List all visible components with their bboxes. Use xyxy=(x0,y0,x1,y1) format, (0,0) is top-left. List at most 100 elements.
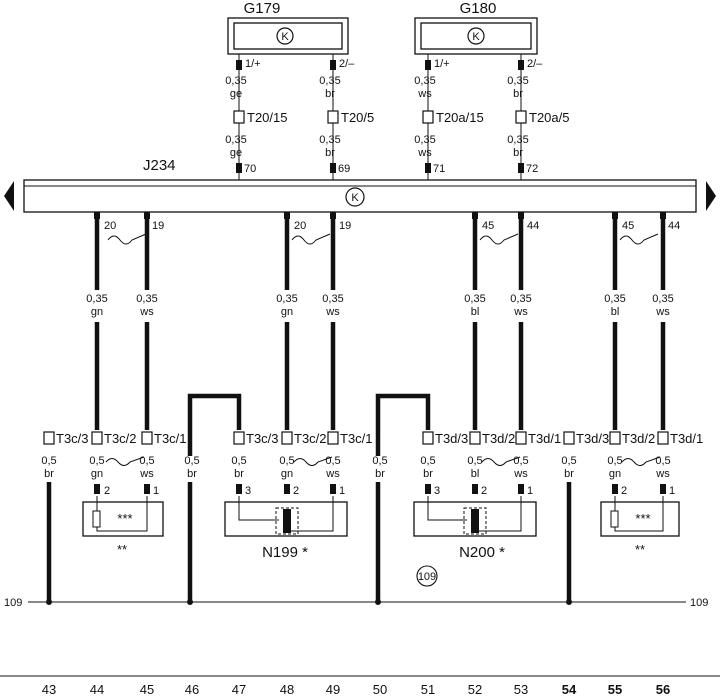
pin-g180-2: 2/– xyxy=(527,58,543,70)
svg-text:51: 51 xyxy=(421,682,435,697)
ground-109-right: 109 xyxy=(690,597,708,609)
connector-t20-15: T20/15 xyxy=(247,110,287,125)
connector-t20-5: T20/5 xyxy=(341,110,374,125)
svg-text:0,35: 0,35 xyxy=(464,293,485,305)
j234-pin-69: 69 xyxy=(338,163,350,175)
svg-text:0,35: 0,35 xyxy=(86,293,107,305)
svg-text:0,35: 0,35 xyxy=(136,293,157,305)
n200-loop-wire xyxy=(375,393,431,430)
svg-text:ws: ws xyxy=(513,468,528,480)
svg-text:K: K xyxy=(351,192,359,204)
g180-label: G180 xyxy=(460,0,497,17)
j234-label: J234 xyxy=(143,157,176,174)
svg-text:19: 19 xyxy=(339,220,351,232)
svg-text:43: 43 xyxy=(42,682,56,697)
valve-n200: N200 * xyxy=(413,496,537,561)
svg-text:ge: ge xyxy=(230,88,242,100)
svg-text:49: 49 xyxy=(326,682,340,697)
pin-g179-1: 1/+ xyxy=(245,58,261,70)
svg-text:109: 109 xyxy=(418,571,436,583)
svg-text:br: br xyxy=(187,468,197,480)
svg-text:T3d/2: T3d/2 xyxy=(622,431,655,446)
svg-text:0,5: 0,5 xyxy=(325,455,340,467)
svg-text:bl: bl xyxy=(471,468,480,480)
low-wire-labels: 0,5 br 0,5 gn 0,5 ws 0,5 br 0,5 br 0,5 g… xyxy=(41,455,670,480)
svg-text:0,35: 0,35 xyxy=(225,134,246,146)
svg-text:ws: ws xyxy=(655,306,670,318)
mid-wires xyxy=(94,219,666,430)
svg-text:0,5: 0,5 xyxy=(279,455,294,467)
svg-text:1: 1 xyxy=(153,485,159,497)
column-numbers: 43 44 45 46 47 48 49 50 51 52 53 54 55 5… xyxy=(42,682,670,697)
svg-text:56: 56 xyxy=(656,682,670,697)
svg-text:**: ** xyxy=(635,542,645,557)
ground-bus: 109 109 xyxy=(4,597,708,609)
svg-text:44: 44 xyxy=(527,220,539,232)
svg-text:***: *** xyxy=(635,511,650,526)
svg-text:47: 47 xyxy=(232,682,246,697)
svg-text:0,35: 0,35 xyxy=(414,134,435,146)
valve-n199: N199 * xyxy=(224,496,348,561)
svg-text:ws: ws xyxy=(513,306,528,318)
svg-text:20: 20 xyxy=(104,220,116,232)
svg-text:T3c/3: T3c/3 xyxy=(246,431,279,446)
svg-text:0,5: 0,5 xyxy=(467,455,482,467)
svg-text:48: 48 xyxy=(280,682,294,697)
n200-label: N200 * xyxy=(459,544,505,561)
svg-text:T3d/2: T3d/2 xyxy=(482,431,515,446)
svg-text:gn: gn xyxy=(609,468,621,480)
svg-text:ws: ws xyxy=(655,468,670,480)
mid-wire-labels: 0,35 gn 0,35 ws 0,35 gn 0,35 ws 0,35 bl … xyxy=(86,293,673,318)
svg-text:52: 52 xyxy=(468,682,482,697)
svg-text:T3c/3: T3c/3 xyxy=(56,431,89,446)
svg-text:gn: gn xyxy=(281,468,293,480)
svg-text:20: 20 xyxy=(294,220,306,232)
svg-text:T3c/2: T3c/2 xyxy=(104,431,137,446)
j234-output-pins: 20 19 20 19 45 44 45 44 xyxy=(94,212,680,232)
svg-text:2: 2 xyxy=(293,485,299,497)
svg-text:K: K xyxy=(281,31,289,43)
g179-sensor-symbol xyxy=(276,27,294,45)
connector-row: T3c/3 T3c/2 T3c/1 T3c/3 T3c/2 T3c/1 T3d/… xyxy=(43,431,703,446)
svg-text:3: 3 xyxy=(245,485,251,497)
svg-text:ws: ws xyxy=(139,306,154,318)
svg-text:gn: gn xyxy=(91,468,103,480)
reference-circle xyxy=(416,565,438,587)
svg-text:45: 45 xyxy=(140,682,154,697)
svg-text:0,5: 0,5 xyxy=(139,455,154,467)
g179-label: G179 xyxy=(244,0,281,17)
svg-text:br: br xyxy=(375,468,385,480)
svg-text:0,5: 0,5 xyxy=(420,455,435,467)
svg-text:T3d/3: T3d/3 xyxy=(435,431,468,446)
svg-text:0,35: 0,35 xyxy=(604,293,625,305)
j234-pin-71: 71 xyxy=(433,163,445,175)
svg-text:46: 46 xyxy=(185,682,199,697)
svg-text:54: 54 xyxy=(562,682,577,697)
resistor-icon xyxy=(92,510,101,528)
j234-pin-72: 72 xyxy=(526,163,538,175)
svg-text:2: 2 xyxy=(481,485,487,497)
svg-text:0,35: 0,35 xyxy=(510,293,531,305)
svg-text:bl: bl xyxy=(471,306,480,318)
arrow-left-icon xyxy=(4,181,14,211)
svg-text:0,5: 0,5 xyxy=(184,455,199,467)
svg-text:0,5: 0,5 xyxy=(513,455,528,467)
top-wire-labels-lower: 0,35 ge 0,35 br 0,35 ws 0,35 br xyxy=(225,134,528,159)
svg-text:0,5: 0,5 xyxy=(231,455,246,467)
svg-text:br: br xyxy=(234,468,244,480)
svg-text:br: br xyxy=(44,468,54,480)
svg-text:ws: ws xyxy=(417,88,432,100)
svg-text:br: br xyxy=(423,468,433,480)
svg-text:0,35: 0,35 xyxy=(652,293,673,305)
j234-pin-70: 70 xyxy=(244,163,256,175)
svg-text:0,5: 0,5 xyxy=(607,455,622,467)
ground-109-left: 109 xyxy=(4,597,22,609)
svg-text:ws: ws xyxy=(139,468,154,480)
device-box-right: *** ** xyxy=(600,496,680,557)
svg-text:53: 53 xyxy=(514,682,528,697)
svg-text:2: 2 xyxy=(621,485,627,497)
svg-text:ws: ws xyxy=(325,468,340,480)
svg-text:gn: gn xyxy=(91,306,103,318)
sensor-g180: G180 K xyxy=(414,0,538,55)
